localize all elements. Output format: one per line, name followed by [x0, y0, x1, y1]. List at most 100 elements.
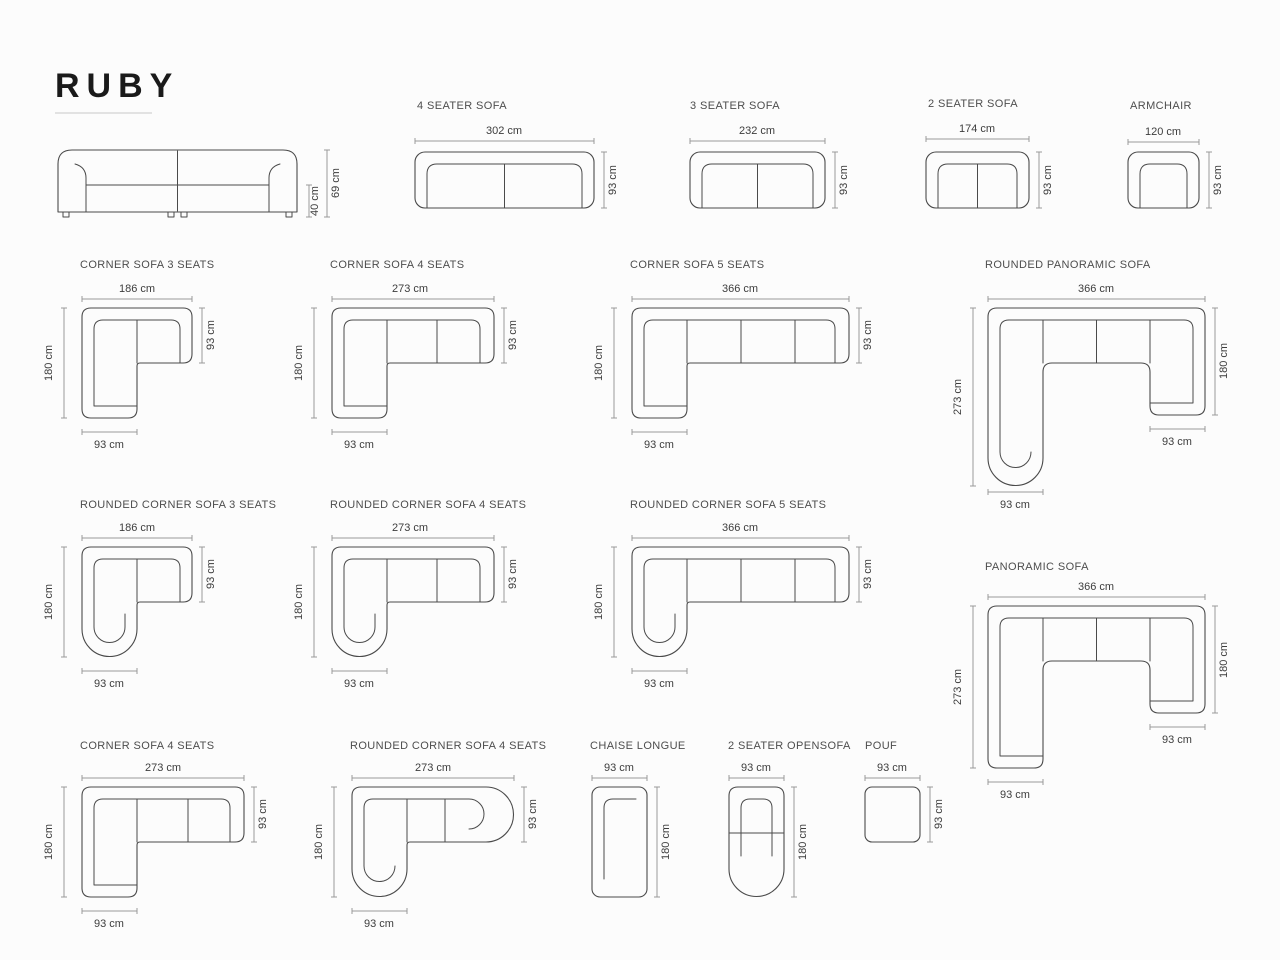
- dim-label-width: 273 cm: [392, 522, 428, 534]
- dim-line-right: [654, 786, 660, 898]
- dim-label-right: 93 cm: [257, 799, 269, 829]
- dim-line-width: [591, 775, 648, 781]
- dim-label-width: 273 cm: [145, 762, 181, 774]
- figure-corner-sofa-5-seats: CORNER SOFA 5 SEATS 366 cm 93 cm 180 cm …: [593, 259, 874, 451]
- dim-label-left: 180 cm: [293, 584, 305, 620]
- dim-line-seat-height: [306, 184, 312, 218]
- dim-label-width: 174 cm: [959, 123, 995, 135]
- dim-line-bottom: [351, 908, 408, 914]
- dim-line-width: [1127, 139, 1200, 145]
- armrest-right-line: [268, 163, 281, 213]
- dim-label-width: 302 cm: [486, 125, 522, 137]
- dim-label-bottom-right: 93 cm: [1162, 436, 1192, 448]
- page-title: RUBY: [55, 67, 179, 105]
- dim-line-bottom-right: [1149, 426, 1206, 432]
- backrest-armrest-line: [999, 319, 1194, 468]
- figure-rounded-corner-sofa-4-seats: ROUNDED CORNER SOFA 4 SEATS 273 cm 93 cm…: [293, 499, 526, 690]
- sofa-outline: [81, 786, 245, 898]
- seat-divider: [686, 558, 796, 603]
- dim-label-right: 93 cm: [527, 799, 539, 829]
- dim-line-right: [251, 786, 257, 843]
- dim-label-seat-height: 40 cm: [309, 186, 321, 216]
- dim-label-bottom: 93 cm: [344, 439, 374, 451]
- dim-line-width: [728, 775, 785, 781]
- figure-3-seater-sofa: 3 SEATER SOFA 232 cm 93 cm: [689, 100, 850, 209]
- seat-divider: [136, 798, 189, 843]
- dim-line-left: [611, 546, 617, 658]
- dim-label-right: 180 cm: [797, 824, 809, 860]
- backrest-armrest-line: [643, 558, 836, 643]
- dim-line-bottom-right: [1149, 724, 1206, 730]
- sofa-outline: [631, 546, 850, 658]
- dim-label-bottom: 93 cm: [94, 439, 124, 451]
- sofa-legs: [62, 211, 293, 218]
- dim-label-depth: 93 cm: [1212, 165, 1224, 195]
- figure-label: CORNER SOFA 3 SEATS: [80, 259, 215, 271]
- dim-label-right: 93 cm: [862, 559, 874, 589]
- dim-line-width: [987, 296, 1206, 302]
- sofa-outline: [591, 786, 648, 898]
- dim-line-left: [61, 546, 67, 658]
- dim-line-width: [351, 775, 515, 781]
- dim-line-left: [61, 307, 67, 419]
- dim-label-width: 273 cm: [415, 762, 451, 774]
- sofa-outline: [81, 307, 193, 419]
- dim-line-depth: [1036, 151, 1042, 209]
- figure-label: ROUNDED CORNER SOFA 4 SEATS: [350, 740, 546, 752]
- dim-line-right: [501, 307, 507, 364]
- figure-2-seater-opensofa: 2 SEATER OPENSOFA 93 cm 180 cm: [728, 740, 851, 898]
- figure-rounded-corner-sofa-4-seats-open: ROUNDED CORNER SOFA 4 SEATS 273 cm 93 cm…: [313, 740, 546, 930]
- figure-label: ROUNDED CORNER SOFA 4 SEATS: [330, 499, 526, 511]
- figure-label: ARMCHAIR: [1130, 100, 1192, 112]
- dim-label-left: 180 cm: [313, 824, 325, 860]
- dim-line-bottom: [331, 668, 388, 674]
- backrest-armrest-line: [740, 798, 773, 857]
- dim-label-right: 93 cm: [862, 320, 874, 350]
- dim-line-right: [521, 786, 527, 843]
- dim-line-bottom: [331, 429, 388, 435]
- dim-label-width: 366 cm: [722, 522, 758, 534]
- dim-label-width: 93 cm: [877, 762, 907, 774]
- dim-line-width: [631, 535, 850, 541]
- figure-4-seater-sofa: 4 SEATER SOFA 302 cm 93 cm: [414, 100, 619, 209]
- dim-line-right: [501, 546, 507, 603]
- dim-label-width: 186 cm: [119, 283, 155, 295]
- seat-divider: [386, 319, 438, 364]
- dim-line-width: [81, 535, 193, 541]
- dim-line-left: [311, 546, 317, 658]
- dim-line-bottom: [81, 668, 138, 674]
- figure-label: 2 SEATER OPENSOFA: [728, 740, 851, 752]
- dim-line-depth: [1206, 151, 1212, 209]
- dim-line-bottom: [81, 429, 138, 435]
- dim-line-bottom-left: [987, 489, 1044, 495]
- sofa-outline: [728, 786, 785, 898]
- dim-label-depth: 93 cm: [1042, 165, 1054, 195]
- dim-label-right: 93 cm: [205, 559, 217, 589]
- backrest-armrest-line: [93, 798, 231, 886]
- dim-line-right: [856, 307, 862, 364]
- figure-label: ROUNDED CORNER SOFA 3 SEATS: [80, 499, 276, 511]
- dim-line-right: [199, 307, 205, 364]
- dim-line-height: [324, 149, 330, 218]
- figure-label: POUF: [865, 740, 897, 752]
- dim-label-width: 273 cm: [392, 283, 428, 295]
- dim-label-right: 180 cm: [660, 824, 672, 860]
- dim-label-bottom: 93 cm: [364, 918, 394, 930]
- dim-label-width: 120 cm: [1145, 126, 1181, 138]
- dim-line-right: [1212, 307, 1218, 416]
- figure-label: 2 SEATER SOFA: [928, 98, 1018, 110]
- figure-corner-sofa-4-seats: CORNER SOFA 4 SEATS 273 cm 93 cm 180 cm …: [293, 259, 519, 451]
- figure-label: CHAISE LONGUE: [590, 740, 686, 752]
- dim-line-right: [199, 546, 205, 603]
- dim-label-left: 273 cm: [952, 669, 964, 705]
- dim-line-left: [311, 307, 317, 419]
- dim-label-left: 273 cm: [952, 379, 964, 415]
- dim-line-width: [925, 136, 1030, 142]
- sofa-outline: [1127, 151, 1200, 209]
- dim-line-width: [81, 775, 245, 781]
- dim-label-left: 180 cm: [43, 345, 55, 381]
- dim-line-left: [970, 605, 976, 769]
- dim-line-right: [856, 546, 862, 603]
- dim-label-height: 69 cm: [330, 168, 342, 198]
- dim-label-bottom: 93 cm: [644, 678, 674, 690]
